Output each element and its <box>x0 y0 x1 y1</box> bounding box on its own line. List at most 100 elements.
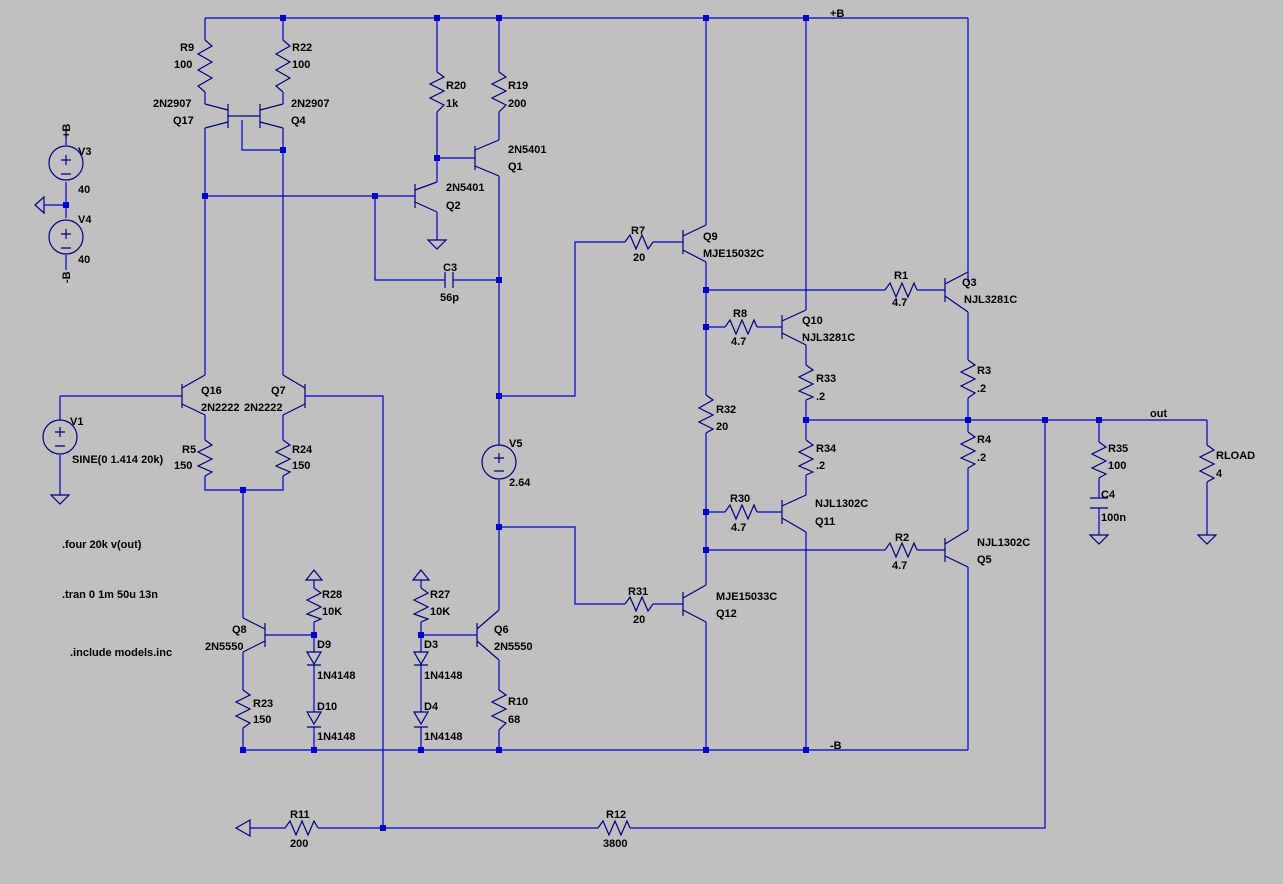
source-V4[interactable] <box>48 219 84 255</box>
transistor-Q2[interactable] <box>414 181 438 213</box>
label-Q12-ref: Q12 <box>716 608 737 620</box>
label-D4-ref: D4 <box>424 701 439 713</box>
ground-symbol-q2 <box>426 239 448 250</box>
label-Q4-model: 2N2907 <box>291 98 330 110</box>
ground-symbol-supply <box>34 195 45 215</box>
label-R20-val: 1k <box>446 98 459 110</box>
resistor-R24[interactable] <box>274 439 292 477</box>
transistor-Q16[interactable] <box>181 374 206 416</box>
label-R10-val: 68 <box>508 714 520 726</box>
source-V5[interactable] <box>481 444 517 480</box>
label-R12-val: 3800 <box>603 838 627 850</box>
resistor-R31[interactable] <box>624 595 654 613</box>
transistor-Q11[interactable] <box>781 494 807 533</box>
resistor-RLOAD[interactable] <box>1198 444 1216 483</box>
transistor-Q10[interactable] <box>781 309 807 346</box>
label-Q11-model: NJL1302C <box>815 498 868 510</box>
resistor-R22[interactable] <box>274 39 292 93</box>
transistor-Q4[interactable] <box>242 103 284 129</box>
label-R35-val: 100 <box>1108 460 1126 472</box>
resistor-R35[interactable] <box>1090 441 1108 479</box>
label-R32-ref: R32 <box>716 404 736 416</box>
transistor-Q6[interactable] <box>476 609 500 661</box>
resistor-R30[interactable] <box>724 503 758 521</box>
transistor-Q8[interactable] <box>242 617 266 653</box>
transistor-Q1[interactable] <box>474 139 500 177</box>
diode-D3[interactable] <box>412 651 430 666</box>
label-V5-ref: V5 <box>509 438 522 450</box>
label-V1-ref: V1 <box>70 416 83 428</box>
source-V1[interactable] <box>42 419 78 455</box>
resistor-R3[interactable] <box>959 359 977 399</box>
label-V1-val: SINE(0 1.414 20k) <box>72 454 163 466</box>
diode-D9[interactable] <box>305 651 323 666</box>
resistor-R32[interactable] <box>697 394 715 434</box>
resistor-R19[interactable] <box>490 71 508 113</box>
label-Q5-ref: Q5 <box>977 554 992 566</box>
resistor-R4[interactable] <box>959 431 977 469</box>
resistor-R5[interactable] <box>196 439 214 477</box>
source-V3[interactable] <box>48 145 84 181</box>
ground-symbol-r11 <box>234 818 251 838</box>
transistor-Q7[interactable] <box>282 374 306 416</box>
resistor-R11[interactable] <box>284 819 319 837</box>
label-Q1-model: 2N5401 <box>508 144 547 156</box>
directive-four: .four 20k v(out) <box>62 539 142 551</box>
transistor-Q9[interactable] <box>682 224 707 263</box>
net-label-out: out <box>1150 408 1167 420</box>
label-Q7-ref: Q7 <box>271 385 286 397</box>
label-R10-ref: R10 <box>508 696 528 708</box>
transistor-Q5[interactable] <box>944 529 969 568</box>
resistor-R8[interactable] <box>724 318 758 336</box>
ground-symbol-c4 <box>1088 534 1110 545</box>
resistor-R2[interactable] <box>884 541 918 559</box>
capacitor-C3[interactable] <box>444 272 454 288</box>
label-R33-val: .2 <box>816 391 825 403</box>
resistor-R34[interactable] <box>797 439 815 476</box>
label-R9-val: 100 <box>174 59 192 71</box>
resistor-R1[interactable] <box>884 281 918 299</box>
label-R2-val: 4.7 <box>892 560 907 572</box>
label-C4-ref: C4 <box>1101 489 1116 501</box>
resistor-R20[interactable] <box>428 71 446 113</box>
label-D10-ref: D10 <box>317 701 337 713</box>
resistor-R23[interactable] <box>234 689 252 729</box>
label-C3-val: 56p <box>440 292 459 304</box>
ground-symbol-v1 <box>49 494 71 505</box>
resistor-R28[interactable] <box>305 587 323 623</box>
transistor-Q17[interactable] <box>204 103 242 129</box>
label-R34-ref: R34 <box>816 443 837 455</box>
label-R5-val: 150 <box>174 460 192 472</box>
label-R1-ref: R1 <box>894 270 908 282</box>
resistor-R33[interactable] <box>797 364 815 401</box>
label-R4-ref: R4 <box>977 434 992 446</box>
transistor-Q3[interactable] <box>944 271 969 313</box>
label-Q16-model: 2N2222 <box>201 402 240 414</box>
label-R12-ref: R12 <box>606 809 626 821</box>
label-R35-ref: R35 <box>1108 443 1128 455</box>
label-R8-ref: R8 <box>733 308 747 320</box>
resistor-R7[interactable] <box>624 233 654 251</box>
label-Q16-ref: Q16 <box>201 385 222 397</box>
label-R30-ref: R30 <box>730 493 750 505</box>
resistor-R10[interactable] <box>490 689 508 731</box>
directive-tran: .tran 0 1m 50u 13n <box>62 589 158 601</box>
label-Q2-model: 2N5401 <box>446 182 485 194</box>
resistor-R9[interactable] <box>196 39 214 93</box>
diode-D4[interactable] <box>412 711 430 728</box>
labels: +B -B out +B -B R9 100 R22 100 2N2907 Q1… <box>61 8 1255 850</box>
label-R4-val: .2 <box>977 452 986 464</box>
label-R2-ref: R2 <box>895 532 909 544</box>
label-Q6-model: 2N5550 <box>494 641 533 653</box>
resistor-R27[interactable] <box>412 587 430 623</box>
label-R1-val: 4.7 <box>892 297 907 309</box>
transistor-Q12[interactable] <box>682 584 707 623</box>
label-V3-ref: V3 <box>78 146 91 158</box>
resistor-R12[interactable] <box>597 819 631 837</box>
diode-D10[interactable] <box>305 711 323 728</box>
net-label-pos: +B <box>830 8 844 20</box>
label-V5-val: 2.64 <box>509 477 531 489</box>
label-Q17-ref: Q17 <box>173 115 194 127</box>
capacitor-C4[interactable] <box>1090 497 1108 509</box>
